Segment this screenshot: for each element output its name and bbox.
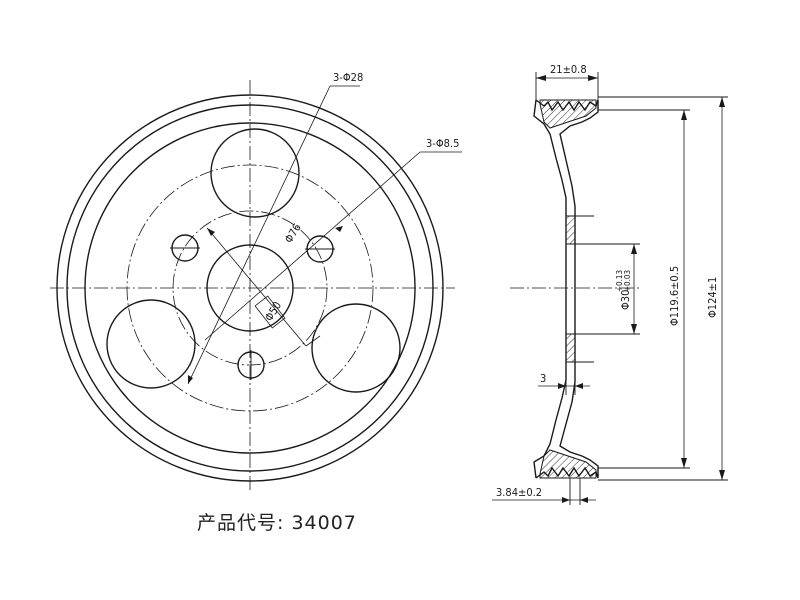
label-bore-tol-lower: +0.03 <box>623 270 632 292</box>
center-bore <box>206 244 294 332</box>
section-top-hatch <box>539 99 597 129</box>
label-offset: 3.84±0.2 <box>496 486 542 499</box>
hub-hatch-upper <box>565 215 576 245</box>
groove-circle <box>84 122 416 454</box>
section-view: 21±0.8 Φ124±1 Φ119.6±0.5 Φ30 +0.13 +0.03… <box>492 63 728 505</box>
large-hole-right <box>311 303 401 393</box>
leader-large-hole <box>187 85 331 385</box>
label-thickness: 3 <box>540 372 546 385</box>
label-bore-tol-upper: +0.13 <box>615 270 624 292</box>
product-code: 产品代号: 34007 <box>197 512 357 534</box>
pitch-circle-inner <box>172 210 328 366</box>
dim-line-pcd <box>206 227 307 347</box>
large-hole-left <box>106 299 196 389</box>
section-bottom-hatch <box>539 449 597 479</box>
label-pcd: Φ76 <box>282 221 304 245</box>
label-width: 21±0.8 <box>550 63 587 76</box>
center-bore-label-box <box>254 295 286 329</box>
large-hole-top <box>210 128 300 218</box>
label-bore-dia: Φ30 <box>619 290 632 310</box>
outer-rim <box>56 94 444 482</box>
hub-hatch-lower <box>565 333 576 363</box>
label-groove-dia: Φ119.6±0.5 <box>668 266 681 326</box>
label-outer-dia: Φ124±1 <box>706 277 719 318</box>
outer-rim-inner-edge <box>66 104 434 472</box>
front-view: 3-Φ28 3-Φ8.5 Φ76 Φ50 <box>50 71 462 490</box>
pitch-circle-outer <box>126 164 374 412</box>
leader-small-hole <box>204 151 421 341</box>
label-small-holes: 3-Φ8.5 <box>426 137 459 150</box>
label-large-holes: 3-Φ28 <box>333 71 363 84</box>
